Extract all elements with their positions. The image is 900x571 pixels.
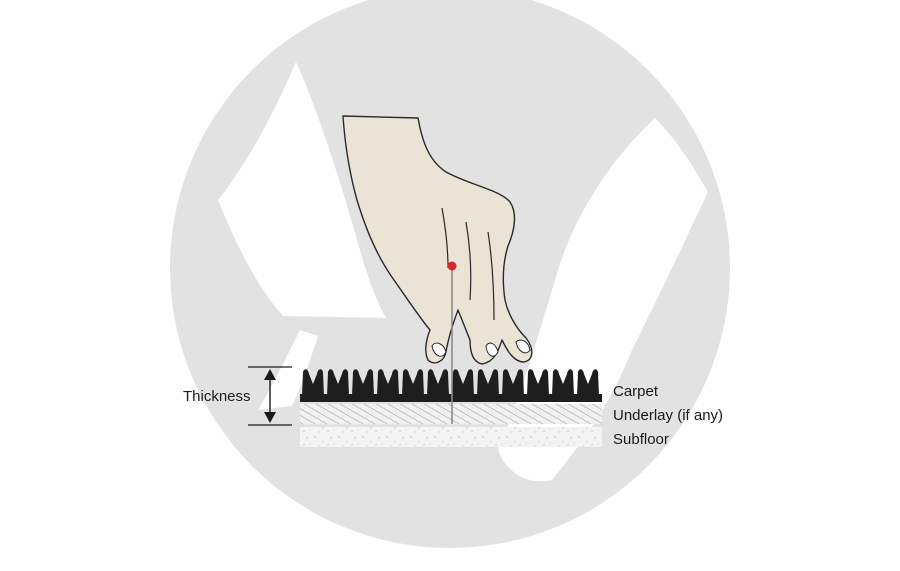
carpet-tuft (552, 369, 574, 396)
carpet-tuft (402, 369, 424, 396)
carpet-tuft (477, 369, 499, 396)
subfloor-layer (300, 427, 602, 447)
carpet-tuft (502, 369, 524, 396)
carpet-label: Carpet (613, 383, 659, 400)
subfloor-label: Subfloor (613, 431, 669, 448)
underlay-layer (300, 404, 602, 424)
pin-head (447, 261, 457, 271)
carpet-layer (300, 369, 602, 402)
finger-line-2 (465, 221, 472, 301)
logo-cutout-top-left (218, 62, 386, 318)
hand-outline (342, 115, 533, 365)
finger-line-1 (441, 207, 449, 269)
logo-cutout-bottom-left (258, 330, 318, 410)
fingernail-1 (431, 342, 447, 357)
logo-cutout-right (498, 118, 708, 482)
carpet-tuft (302, 369, 324, 396)
carpet-tuft (577, 369, 599, 396)
thickness-label: Thickness (183, 388, 251, 405)
thickness-indicator (248, 366, 292, 426)
carpet-backing (300, 394, 602, 402)
underlay-label: Underlay (if any) (613, 407, 723, 424)
carpet-tufts (302, 369, 599, 396)
carpet-tuft (527, 369, 549, 396)
carpet-tuft (327, 369, 349, 396)
carpet-tuft (452, 369, 474, 396)
fingernail-3 (515, 339, 531, 354)
carpet-tuft (377, 369, 399, 396)
arrow-down-icon (264, 412, 276, 423)
fingernail-2 (485, 342, 499, 357)
arrow-up-icon (264, 369, 276, 380)
finger-line-3 (487, 231, 495, 321)
carpet-tuft (352, 369, 374, 396)
carpet-tuft (427, 369, 449, 396)
hand-with-pin (342, 115, 533, 424)
